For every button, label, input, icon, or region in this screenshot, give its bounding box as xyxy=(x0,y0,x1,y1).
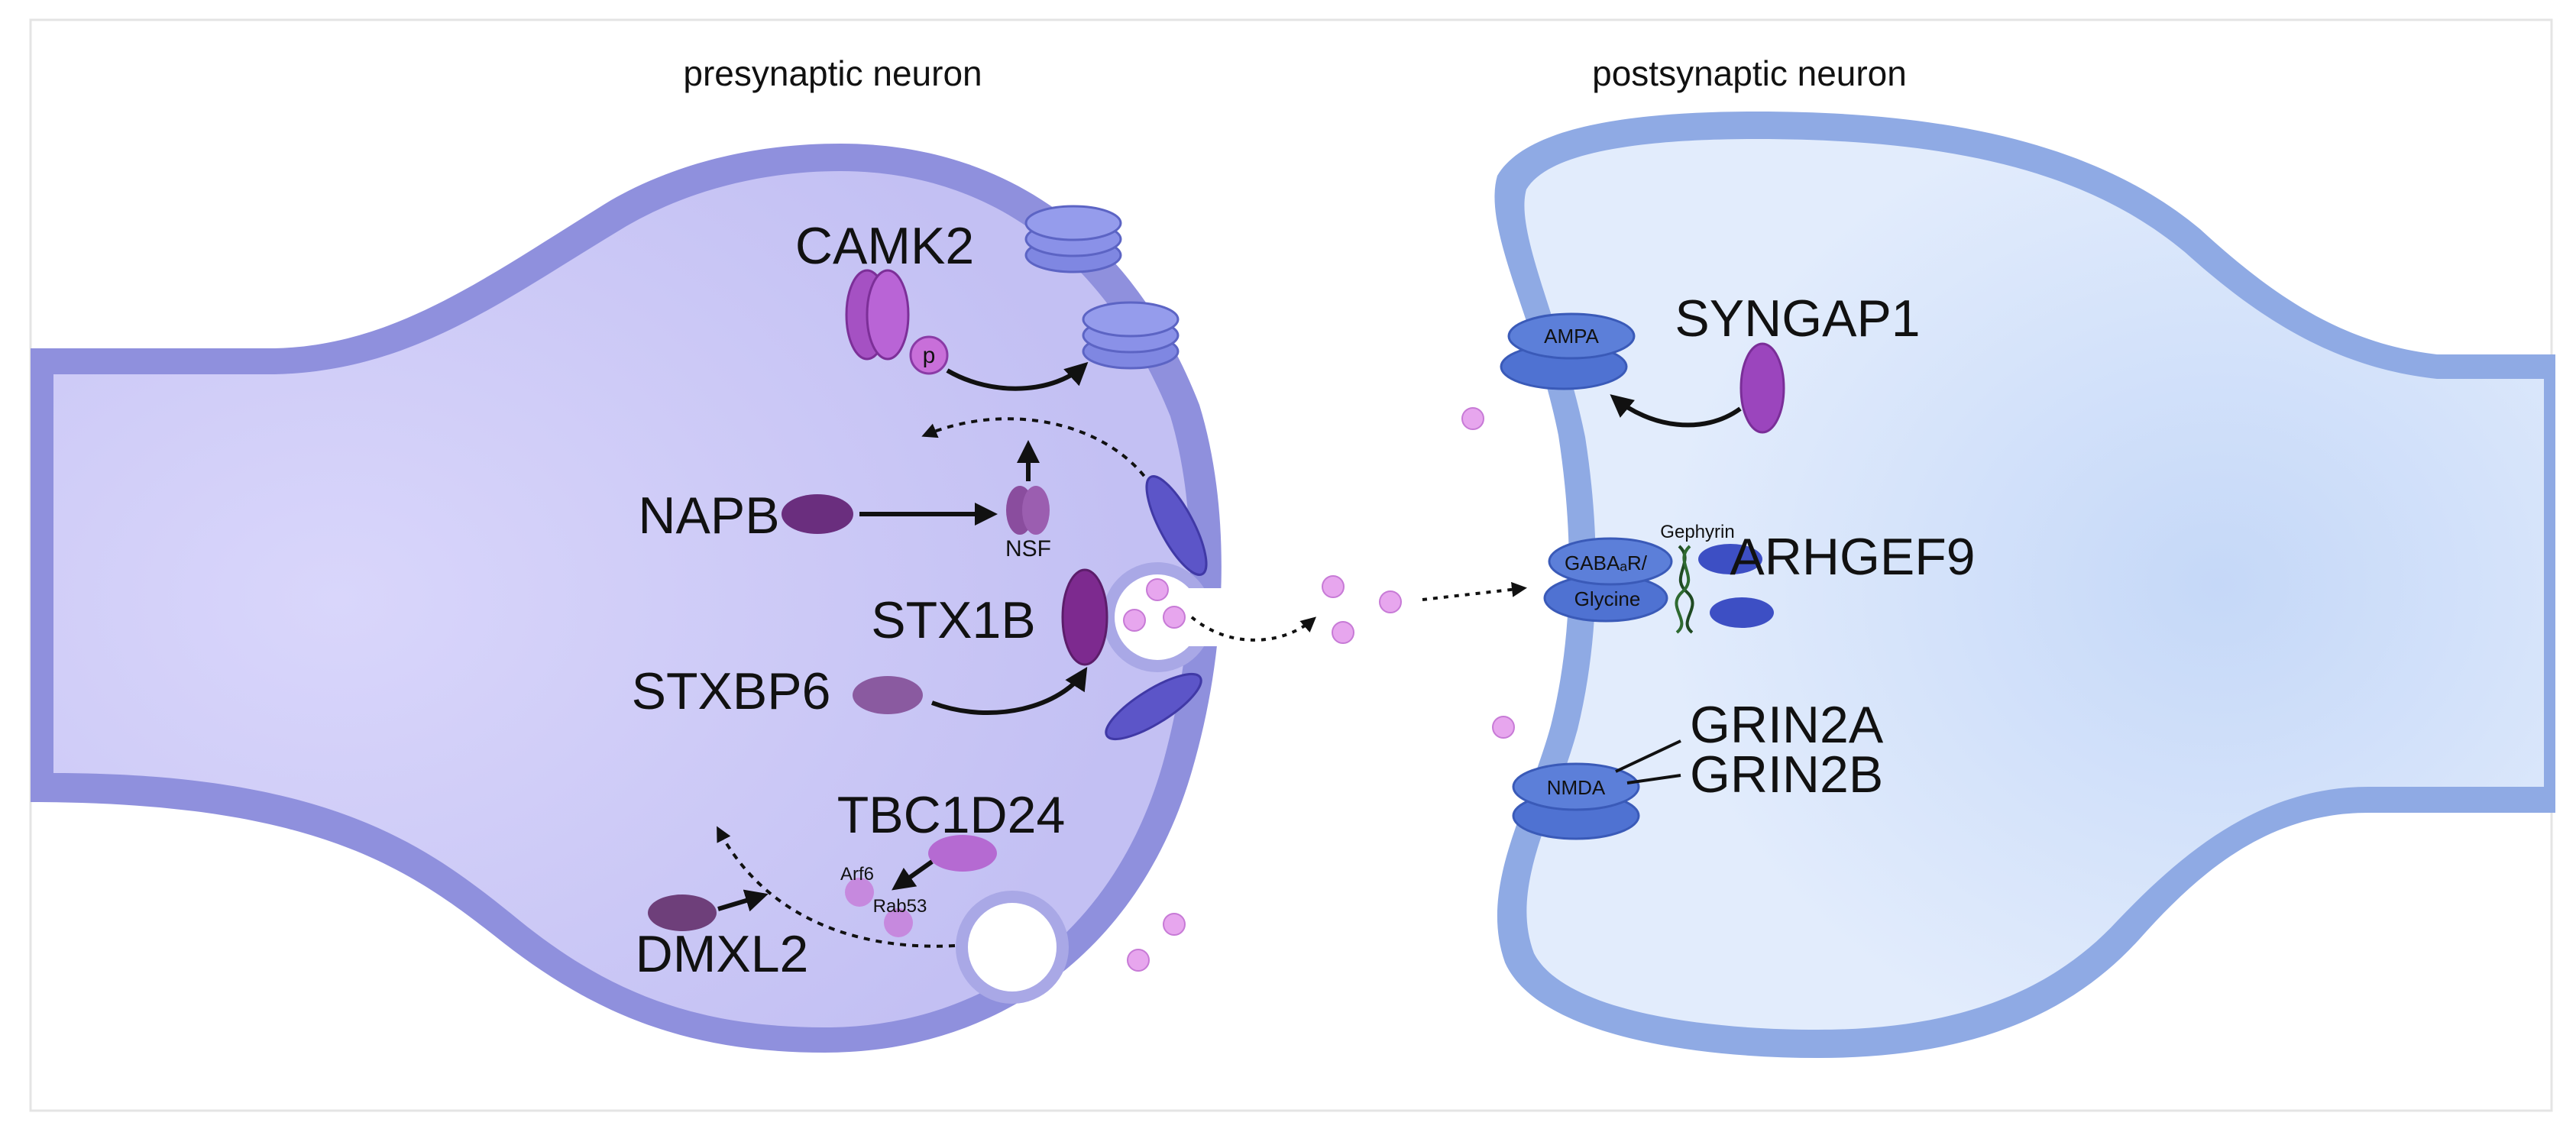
neurotransmitter xyxy=(1127,949,1150,972)
napb-protein xyxy=(782,494,853,534)
ampa-receptor: AMPA xyxy=(1500,312,1636,390)
camk2-arrow xyxy=(946,361,1089,391)
nsf-protein-b xyxy=(1022,486,1050,535)
nmda-receptor: NMDA xyxy=(1512,762,1640,840)
dmxl2-arrow xyxy=(717,889,769,912)
stx1b-group: STX1B xyxy=(871,568,1108,666)
neurotransmitter xyxy=(1146,578,1169,601)
fusing-vesicle xyxy=(1102,562,1222,672)
dmxl2-group: DMXL2 xyxy=(636,889,809,983)
camk2-label: CAMK2 xyxy=(795,217,974,275)
nsf-label: NSF xyxy=(1005,536,1051,561)
gephyrin-strand-b xyxy=(1675,545,1691,634)
nmda-label: NMDA xyxy=(1547,776,1606,799)
grin2b-label: GRIN2B xyxy=(1690,746,1883,804)
neurotransmitter xyxy=(1123,609,1146,632)
phospho-label: p xyxy=(923,343,936,368)
neurotransmitter xyxy=(1163,913,1186,936)
stxbp6-group: STXBP6 xyxy=(632,662,1088,720)
gephyrin-protein-upper xyxy=(1698,544,1762,574)
membrane-protein-lower xyxy=(1105,673,1202,740)
tbc1d24-protein xyxy=(928,835,997,872)
rab53-label: Rab53 xyxy=(873,896,927,917)
phospho-circle xyxy=(909,335,949,375)
grin2-group: GRIN2A GRIN2B xyxy=(1615,696,1884,804)
camk2-group: CAMK2 p xyxy=(795,217,1089,391)
syngap1-label: SYNGAP1 xyxy=(1675,290,1920,348)
stxbp6-label: STXBP6 xyxy=(632,662,831,720)
presynaptic-cytoplasm xyxy=(53,171,1190,1027)
stx1b-protein xyxy=(1061,568,1108,666)
neurotransmitter xyxy=(1379,590,1402,613)
gephyrin-label: Gephyrin xyxy=(1660,522,1734,542)
tbc1d24-group: TBC1D24 Arf6 Rab53 xyxy=(837,786,1066,937)
syngap1-protein xyxy=(1739,342,1785,434)
presynaptic-title: presynaptic neuron xyxy=(683,53,982,93)
camk2-protein-back xyxy=(866,269,910,361)
syngap1-group: SYNGAP1 xyxy=(1610,290,1921,434)
arf6-label: Arf6 xyxy=(840,864,874,885)
neurotransmitter xyxy=(1492,716,1515,739)
rab53-protein xyxy=(884,908,913,937)
release-arrow xyxy=(1190,616,1317,642)
arhgef9-label: ARHGEF9 xyxy=(1730,528,1975,586)
stxbp6-arrow xyxy=(930,666,1088,716)
recycling-arrow-top xyxy=(921,417,1159,497)
grin2a-pointer xyxy=(1615,739,1681,773)
neurotransmitter xyxy=(1322,575,1345,598)
napb-label: NAPB xyxy=(638,487,779,545)
syngap1-arrow xyxy=(1610,394,1742,428)
neurotransmitter xyxy=(1163,606,1186,629)
neurotransmitter xyxy=(1461,407,1484,430)
gephyrin-protein-lower xyxy=(1710,597,1774,628)
tbc1d24-label: TBC1D24 xyxy=(837,786,1066,844)
gabaa-receptor: GABAₐR/ Glycine xyxy=(1543,537,1673,623)
tbc1d24-arrow xyxy=(892,859,934,891)
ampa-label: AMPA xyxy=(1544,325,1599,348)
neurotransmitter xyxy=(1332,621,1354,644)
endocytosis-arrow xyxy=(717,826,956,948)
postsynaptic-title: postsynaptic neuron xyxy=(1592,53,1907,93)
synaptic-cleft xyxy=(1127,407,1527,972)
stxbp6-protein xyxy=(853,676,923,714)
napb-group: NAPB NSF xyxy=(638,440,1051,561)
stx1b-label: STX1B xyxy=(871,591,1035,649)
dmxl2-protein xyxy=(648,894,717,931)
grin2b-pointer xyxy=(1626,774,1681,784)
gabaa-label-line2: Glycine xyxy=(1574,587,1641,610)
arf6-protein xyxy=(845,878,874,907)
endocytic-vesicle xyxy=(956,891,1069,1004)
channel-stack-bottom xyxy=(1082,301,1180,370)
channel-stack-top xyxy=(1024,205,1122,273)
grin2a-label: GRIN2A xyxy=(1690,696,1884,754)
dmxl2-label: DMXL2 xyxy=(636,925,809,983)
membrane-protein-upper xyxy=(1145,475,1208,576)
gabaa-label-line1: GABAₐR/ xyxy=(1565,552,1648,574)
gephyrin-group: Gephyrin xyxy=(1660,522,1774,634)
